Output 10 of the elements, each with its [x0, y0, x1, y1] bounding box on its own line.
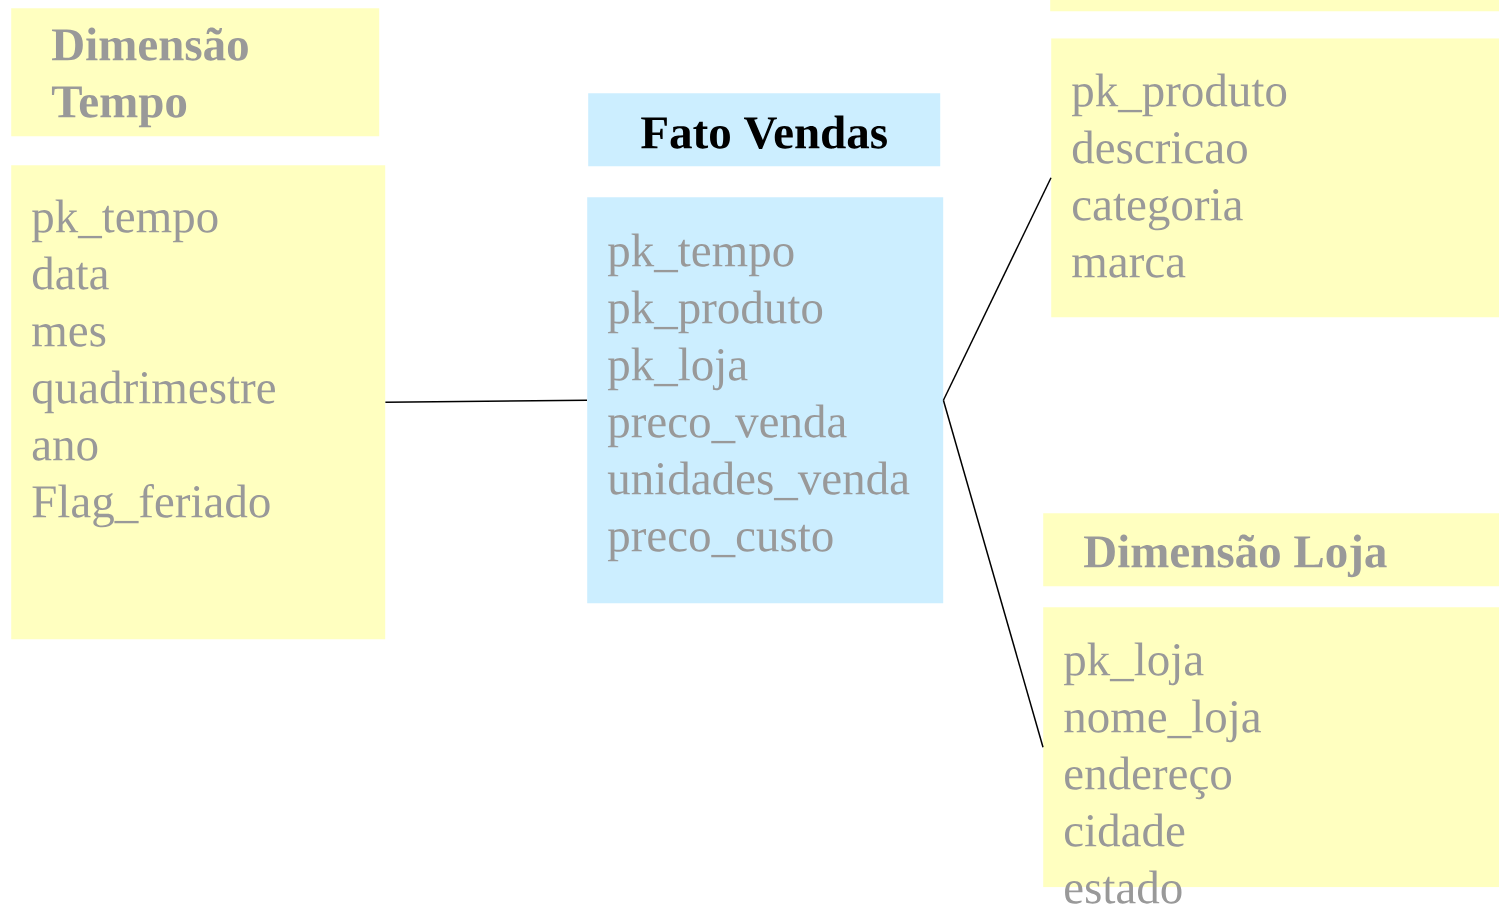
- table-header: Dimensão Tempo: [11, 8, 380, 137]
- connector-line: [384, 399, 588, 403]
- connector-line: [942, 399, 1044, 748]
- table-box: pk_tempo data mes quadrimestre ano Flag_feriado: [11, 165, 386, 640]
- table-box: pk_tempo pk_produto pk_loja preco_venda unidades_venda preco_custo: [587, 197, 944, 604]
- table-box: pk_produto descricao categoria marca: [1051, 38, 1499, 318]
- table-header: Fato Vendas: [588, 93, 941, 167]
- connector-line: [942, 176, 1052, 401]
- empty-box: [1050, 0, 1499, 12]
- table-header: Dimensão Loja: [1043, 513, 1499, 587]
